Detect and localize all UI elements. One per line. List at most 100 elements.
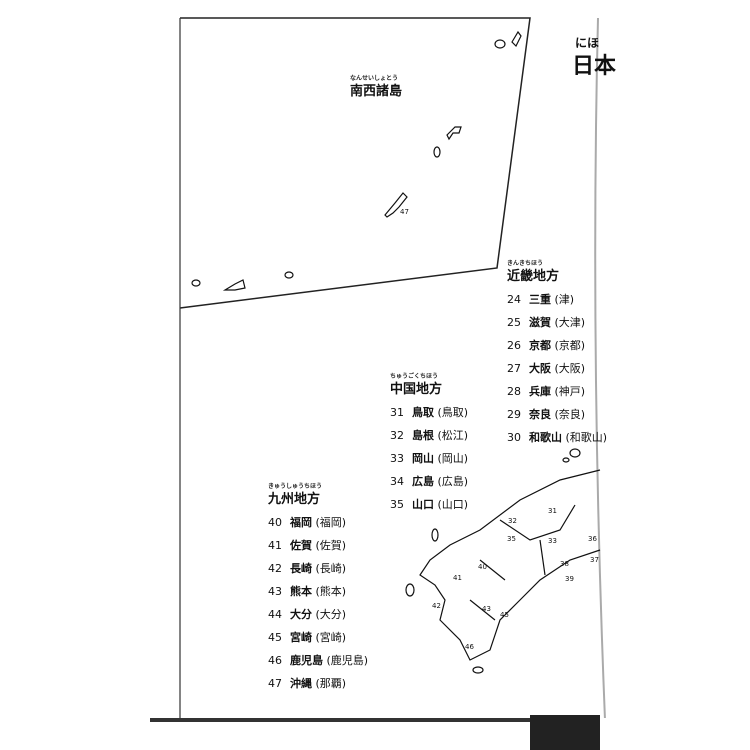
prefecture-name: 鹿児島: [290, 654, 323, 667]
islands: [191, 30, 601, 674]
prefecture-number: 41: [268, 539, 282, 552]
prefecture-row: 40 福岡 (福岡): [268, 514, 346, 530]
prefecture-name: 山口: [412, 498, 434, 511]
map-prefecture-number: 41: [453, 574, 462, 582]
prefecture-number: 32: [390, 429, 404, 442]
prefecture-number: 25: [507, 316, 521, 329]
prefecture-capital: (大分): [315, 608, 347, 621]
prefecture-capital: (大津): [554, 316, 586, 329]
prefecture-number: 44: [268, 608, 282, 621]
map-prefecture-number: 45: [500, 611, 509, 619]
prefecture-number: 35: [390, 498, 404, 511]
inset-label-furigana: なんせいしょとう: [350, 75, 399, 82]
prefecture-number: 28: [507, 385, 521, 398]
map-prefecture-number: 31: [548, 507, 557, 515]
prefecture-capital: (津): [554, 293, 575, 306]
prefecture-capital: (山口): [437, 498, 469, 511]
prefecture-row: 35 山口 (山口): [390, 496, 468, 512]
prefecture-number: 26: [507, 339, 521, 352]
prefecture-capital: (長崎): [315, 562, 347, 575]
prefecture-capital: (和歌山): [565, 431, 608, 444]
prefecture-name: 和歌山: [529, 431, 562, 444]
region-name: 中国地方: [390, 382, 443, 397]
inset-label: なんせいしょとう 南西諸島: [350, 75, 403, 99]
prefecture-row: 34 広島 (広島): [390, 473, 468, 489]
prefecture-row: 47 沖縄 (那覇): [268, 675, 346, 691]
prefecture-capital: (奈良): [554, 408, 586, 421]
prefecture-row: 46 鹿児島 (鹿児島): [268, 652, 368, 668]
prefecture-row: 44 大分 (大分): [268, 606, 346, 622]
prefecture-name: 兵庫: [529, 385, 551, 398]
bottom-strip: [0, 718, 750, 750]
prefecture-name: 熊本: [290, 585, 312, 598]
prefecture-capital: (那覇): [315, 677, 347, 690]
page-title: 日本: [572, 54, 617, 79]
prefecture-capital: (鹿児島): [326, 654, 369, 667]
prefecture-capital: (松江): [437, 429, 469, 442]
prefecture-number: 30: [507, 431, 521, 444]
prefecture-row: 43 熊本 (熊本): [268, 583, 346, 599]
region-heading: きんきちほう近畿地方: [507, 260, 560, 284]
prefecture-number: 42: [268, 562, 282, 575]
prefecture-name: 三重: [529, 293, 551, 306]
map-prefecture-number: 37: [590, 556, 599, 564]
map-prefecture-number: 32: [508, 517, 517, 525]
prefecture-name: 広島: [412, 475, 434, 488]
prefecture-row: 24 三重 (津): [507, 291, 574, 307]
prefecture-number: 43: [268, 585, 282, 598]
prefecture-capital: (福岡): [315, 516, 347, 529]
prefecture-capital: (鳥取): [437, 406, 469, 419]
page-edge: [594, 17, 606, 721]
region-heading: ちゅうごくちほう中国地方: [390, 373, 443, 397]
prefecture-number: 46: [268, 654, 282, 667]
inset-marker: 47: [400, 208, 409, 216]
map-prefecture-number: 36: [588, 535, 597, 543]
prefecture-name: 宮崎: [290, 631, 312, 644]
map-prefecture-number: 42: [432, 602, 441, 610]
prefecture-name: 長崎: [290, 562, 312, 575]
prefecture-number: 24: [507, 293, 521, 306]
prefecture-name: 鳥取: [412, 406, 434, 419]
prefecture-number: 45: [268, 631, 282, 644]
prefecture-name: 大分: [290, 608, 312, 621]
prefecture-capital: (佐賀): [315, 539, 347, 552]
prefecture-number: 31: [390, 406, 404, 419]
prefecture-name: 福岡: [290, 516, 312, 529]
map-prefecture-number: 43: [482, 605, 491, 613]
prefecture-row: 32 島根 (松江): [390, 427, 468, 443]
region-furigana: きゅうしゅうちほう: [268, 483, 323, 490]
map-prefecture-number: 39: [565, 575, 574, 583]
prefecture-name: 滋賀: [529, 316, 551, 329]
prefecture-capital: (岡山): [437, 452, 469, 465]
prefecture-capital: (宮崎): [315, 631, 347, 644]
prefecture-row: 42 長崎 (長崎): [268, 560, 346, 576]
region-name: 九州地方: [268, 492, 321, 507]
prefecture-capital: (広島): [437, 475, 469, 488]
prefecture-row: 30 和歌山 (和歌山): [507, 429, 607, 445]
prefecture-name: 岡山: [412, 452, 434, 465]
prefecture-name: 島根: [412, 429, 434, 442]
map-prefecture-number: 33: [548, 537, 557, 545]
title-furigana: にほ: [575, 36, 600, 50]
prefecture-name: 奈良: [529, 408, 551, 421]
prefecture-number: 34: [390, 475, 404, 488]
prefecture-capital: (神戸): [554, 385, 586, 398]
prefecture-row: 28 兵庫 (神戸): [507, 383, 585, 399]
inset-frame: [179, 17, 531, 309]
map-prefecture-number: 40: [478, 563, 487, 571]
prefecture-row: 45 宮崎 (宮崎): [268, 629, 346, 645]
prefecture-capital: (熊本): [315, 585, 347, 598]
prefecture-row: 31 鳥取 (鳥取): [390, 404, 468, 420]
prefecture-number: 40: [268, 516, 282, 529]
prefecture-number: 47: [268, 677, 282, 690]
prefecture-name: 大阪: [529, 362, 551, 375]
region-name: 近畿地方: [507, 269, 560, 284]
prefecture-name: 沖縄: [290, 677, 312, 690]
prefecture-row: 25 滋賀 (大津): [507, 314, 585, 330]
